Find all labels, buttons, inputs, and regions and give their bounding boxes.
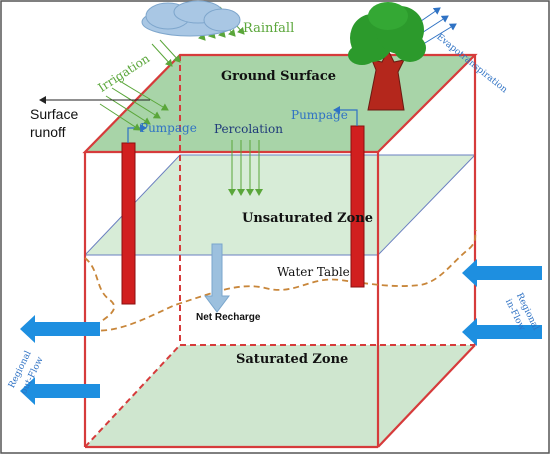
pumpage-right-label: Pumpage: [291, 108, 348, 122]
net-recharge-label: Net Recharge: [196, 312, 261, 323]
surface-runoff-label-line2: runoff: [30, 124, 66, 140]
pumpage-right-arrow: [333, 106, 358, 126]
well-left: [121, 142, 136, 305]
surface-runoff-label-line1: Surface: [30, 106, 79, 122]
saturated-zone-label: Saturated Zone: [236, 352, 349, 367]
tree-icon: [348, 2, 426, 111]
percolation-label: Percolation: [214, 122, 283, 136]
hidden-edges: [84, 55, 475, 448]
water-table-label: Water Table: [277, 265, 350, 279]
aquifer-box: [82, 53, 478, 449]
pumpage-left-label: Pumpage: [140, 121, 197, 135]
water-table-line: [84, 229, 477, 332]
irrigation-arrows: [99, 79, 169, 131]
net-recharge-arrow: [204, 243, 230, 313]
percolation-arrows: [228, 140, 263, 196]
regional-outflow-arrows: [20, 315, 100, 405]
cloud-icon: [141, 0, 241, 37]
rainfall-label: Rainfall: [243, 21, 295, 36]
regional-inflow-arrows: [462, 259, 542, 346]
well-right: [350, 125, 365, 288]
unsaturated-plane: [83, 154, 477, 256]
ground-surface-label: Ground Surface: [221, 69, 337, 84]
unsaturated-zone-label: Unsaturated Zone: [242, 211, 374, 226]
